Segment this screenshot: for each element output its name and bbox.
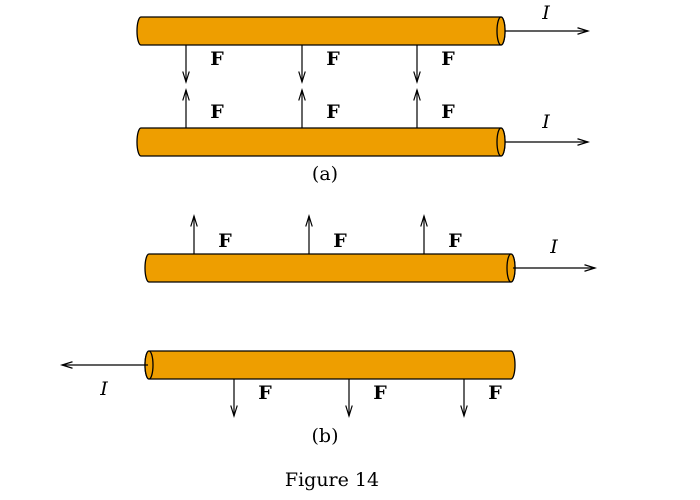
force-arrow-b-bottom-1 bbox=[345, 379, 353, 419]
force-label-a-top-0: F bbox=[210, 48, 224, 70]
arrow-head bbox=[305, 213, 313, 227]
arrow-head bbox=[59, 361, 73, 369]
force-label-a-top-2: F bbox=[441, 48, 455, 70]
wire-body bbox=[136, 16, 506, 46]
current-arrow-b-bottom bbox=[59, 361, 148, 369]
force-arrow-a-top-0 bbox=[182, 45, 190, 85]
part-b-label: (b) bbox=[312, 425, 339, 447]
arrow-head bbox=[298, 71, 306, 85]
force-arrow-b-bottom-2 bbox=[460, 379, 468, 419]
force-arrow-a-bottom-1 bbox=[298, 87, 306, 128]
arrow-head bbox=[190, 213, 198, 227]
force-label-a-top-1: F bbox=[326, 48, 340, 70]
figure-caption: Figure 14 bbox=[285, 469, 379, 491]
wire-body bbox=[136, 127, 506, 157]
force-label-b-bottom-2: F bbox=[488, 382, 502, 404]
part-a-label: (a) bbox=[312, 163, 338, 185]
force-arrow-a-top-1 bbox=[298, 45, 306, 85]
wire-end-cap bbox=[496, 16, 506, 46]
current-arrow-a-bottom bbox=[505, 138, 591, 146]
force-arrow-b-top-0 bbox=[190, 213, 198, 254]
arrow-head bbox=[420, 213, 428, 227]
force-label-a-bottom-2: F bbox=[441, 101, 455, 123]
force-label-b-bottom-1: F bbox=[373, 382, 387, 404]
force-label-b-top-1: F bbox=[333, 230, 347, 252]
current-label-b-bottom: I bbox=[99, 378, 108, 400]
force-label-a-bottom-1: F bbox=[326, 101, 340, 123]
force-arrow-a-bottom-0 bbox=[182, 87, 190, 128]
arrow-head bbox=[577, 138, 591, 146]
wire-body bbox=[144, 253, 516, 283]
arrow-head bbox=[577, 27, 591, 35]
force-arrow-b-bottom-0 bbox=[230, 379, 238, 419]
arrow-head bbox=[460, 405, 468, 419]
arrow-head bbox=[182, 87, 190, 101]
arrow-head bbox=[298, 87, 306, 101]
force-arrow-b-top-1 bbox=[305, 213, 313, 254]
arrow-head bbox=[230, 405, 238, 419]
arrow-head bbox=[182, 71, 190, 85]
force-label-b-top-0: F bbox=[218, 230, 232, 252]
wire-end-cap bbox=[496, 127, 506, 157]
current-label-a-top: I bbox=[541, 2, 550, 24]
arrow-head bbox=[345, 405, 353, 419]
current-label-a-bottom: I bbox=[541, 111, 550, 133]
current-arrow-b-top bbox=[513, 264, 598, 272]
force-arrow-b-top-2 bbox=[420, 213, 428, 254]
force-label-b-bottom-0: F bbox=[258, 382, 272, 404]
arrow-head bbox=[584, 264, 598, 272]
force-label-a-bottom-0: F bbox=[210, 101, 224, 123]
force-arrow-a-top-2 bbox=[413, 45, 421, 85]
force-label-b-top-2: F bbox=[448, 230, 462, 252]
wire-b-top bbox=[144, 253, 516, 283]
wire-b-bottom bbox=[144, 350, 516, 380]
wire-body bbox=[144, 350, 516, 380]
wire-a-top bbox=[136, 16, 506, 46]
current-label-b-top: I bbox=[549, 236, 558, 258]
wire-a-bottom bbox=[136, 127, 506, 157]
arrow-head bbox=[413, 71, 421, 85]
force-arrow-a-bottom-2 bbox=[413, 87, 421, 128]
arrow-head bbox=[413, 87, 421, 101]
current-arrow-a-top bbox=[505, 27, 591, 35]
